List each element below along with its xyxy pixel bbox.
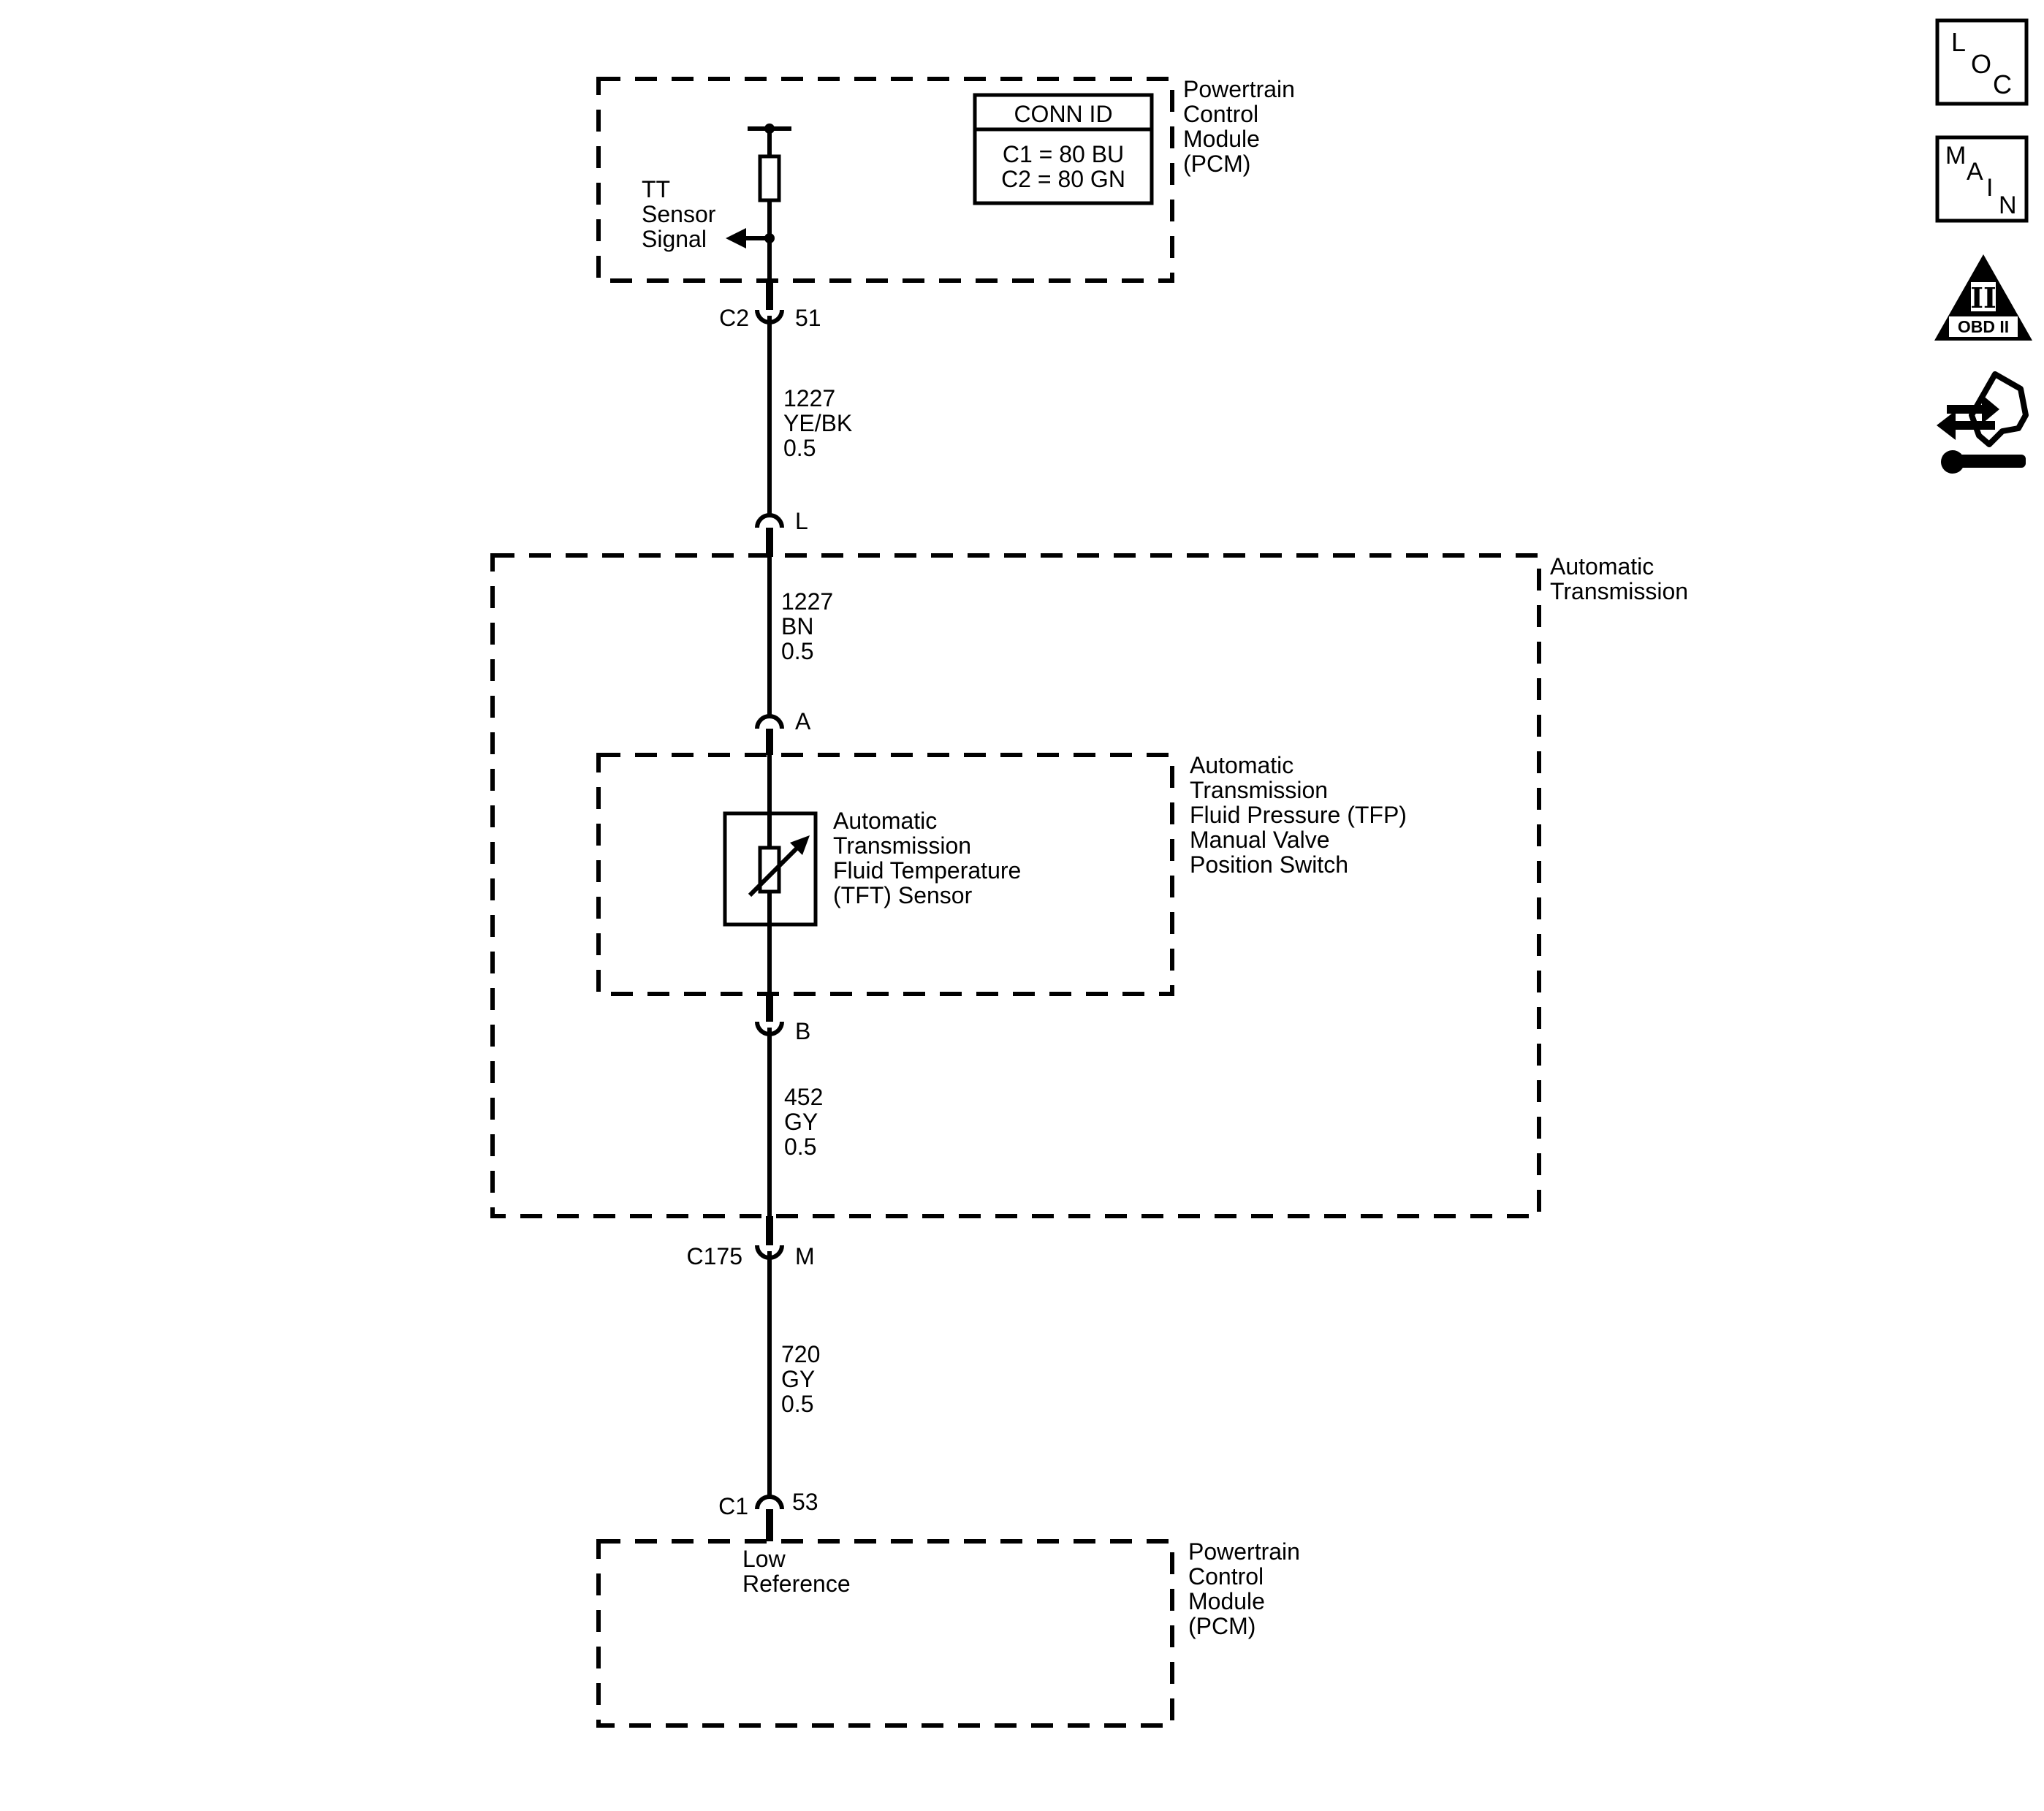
main-letter-a: A — [1967, 158, 1983, 186]
connector-c175: C175 M — [687, 1216, 815, 1269]
connector-pin-a: A — [755, 708, 811, 755]
loc-button[interactable]: L O C — [1935, 18, 2029, 106]
c1-connector-id: C1 — [718, 1493, 748, 1519]
conn-id-line-c1: C1 = 80 BU — [1003, 141, 1124, 167]
main-letter-n: N — [1999, 191, 2017, 219]
c2-pin-stub — [766, 281, 773, 310]
pin-a-stub — [766, 729, 773, 755]
tft-sensor-component: Automatic Transmission Fluid Temperature… — [723, 808, 1027, 927]
pin-b-stub — [766, 994, 773, 1022]
repair-procedure-button[interactable] — [1937, 371, 2029, 474]
loc-letter-c: C — [1993, 69, 2012, 99]
pcm-bottom-name: Powertrain Control Module (PCM) — [1188, 1538, 1307, 1639]
variable-arrow-icon — [748, 842, 803, 897]
pcm-bottom-module: Powertrain Control Module (PCM) Low Refe… — [596, 1538, 1307, 1728]
tfp-switch-name: Automatic Transmission Fluid Pressure (T… — [1190, 752, 1413, 878]
obd-numeral: II — [1970, 281, 1996, 314]
main-button-frame — [1935, 135, 2029, 223]
arrow-left-head-icon — [1937, 411, 1956, 440]
pcm-top-name: Powertrain Control Module (PCM) — [1183, 76, 1302, 177]
tft-sensor-name: Automatic Transmission Fluid Temperature… — [833, 808, 1027, 908]
loc-button-frame — [1935, 18, 2029, 106]
tfp-switch-component: Automatic Transmission Fluid Pressure (T… — [596, 752, 1413, 996]
connector-pin-l: L — [755, 508, 808, 557]
automatic-transmission-component: Automatic Transmission — [490, 553, 1688, 1218]
obd-numeral-plate — [1971, 282, 1996, 311]
pin-a-label: A — [795, 708, 811, 734]
pcm-top-internal-circuit — [726, 124, 791, 281]
tfp-switch-boundary — [596, 753, 1174, 996]
arrow-right-head-icon — [1982, 395, 1999, 424]
c1-pin-number: 53 — [792, 1489, 818, 1515]
connector-c1: C1 53 — [718, 1489, 818, 1541]
wire-1227-bn-label: 1227 BN 0.5 — [781, 588, 840, 664]
main-letter-m: M — [1945, 142, 1966, 170]
c2-connector-id: C2 — [719, 305, 749, 331]
pcm-bottom-boundary — [596, 1539, 1174, 1728]
pin-l-terminal-symbol — [755, 513, 784, 528]
pin-a-terminal-symbol — [755, 714, 784, 729]
signal-arrow-icon — [726, 228, 746, 248]
conn-id-table: CONN ID C1 = 80 BU C2 = 80 GN — [973, 93, 1154, 205]
variable-arrowhead-icon — [790, 835, 810, 855]
main-button[interactable]: M A I N — [1935, 135, 2029, 223]
wire-452-gy-label: 452 GY 0.5 — [784, 1084, 829, 1160]
obd-label-plate — [1949, 316, 2018, 337]
conn-id-box — [973, 93, 1154, 205]
c1-terminal-symbol — [755, 1495, 784, 1510]
pcm-top-boundary — [596, 77, 1174, 283]
automatic-transmission-boundary — [490, 553, 1541, 1218]
loc-letter-l: L — [1951, 27, 1966, 57]
conn-id-header: CONN ID — [1014, 101, 1112, 127]
wrench-handle-icon — [1953, 455, 2026, 468]
pin-b-label: B — [795, 1018, 810, 1044]
c175-connector-id: C175 — [687, 1243, 743, 1269]
automatic-transmission-name: Automatic Transmission — [1550, 553, 1688, 604]
wire-1227-ye-bk-label: 1227 YE/BK 0.5 — [783, 385, 859, 461]
conn-id-line-c2: C2 = 80 GN — [1001, 166, 1125, 192]
pullup-resistor — [758, 154, 781, 202]
c175-pin-label: M — [795, 1243, 815, 1269]
obd-label: OBD II — [1958, 317, 2009, 336]
pin-l-label: L — [795, 508, 808, 534]
hand-icon — [1969, 371, 2029, 447]
c175-pin-stub — [766, 1216, 773, 1245]
pin-l-stub — [766, 528, 773, 557]
loc-letter-o: O — [1971, 49, 1991, 79]
pcm-top-module: Powertrain Control Module (PCM) CONN ID … — [596, 76, 1302, 283]
c2-pin-number: 51 — [795, 305, 821, 331]
connector-pin-b: B — [755, 994, 810, 1044]
wire-720-gy-label: 720 GY 0.5 — [781, 1341, 827, 1417]
obd-ii-button[interactable]: II OBD II — [1934, 254, 2032, 341]
main-letter-i: I — [1986, 174, 1993, 202]
low-reference-label: Low Reference — [742, 1546, 851, 1597]
c1-pin-stub — [766, 1509, 773, 1541]
tt-sensor-signal-label: TT Sensor Signal — [642, 176, 722, 252]
